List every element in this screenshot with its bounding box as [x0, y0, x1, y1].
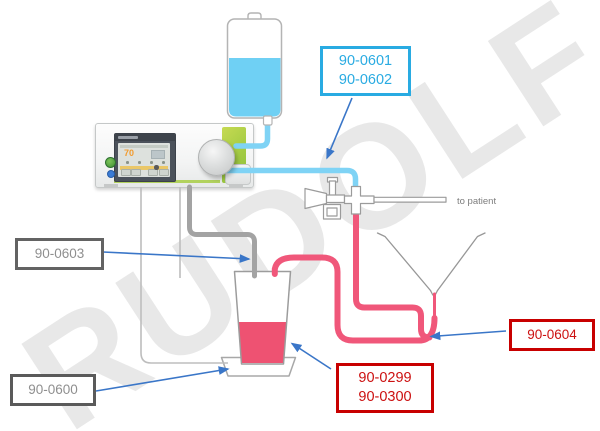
pressure-value: 70 [124, 148, 135, 158]
device-touchscreen[interactable]: 70 [118, 143, 170, 177]
arrow-canister [290, 342, 332, 370]
collection-drape-funnel [376, 232, 486, 296]
annotation-arrows [95, 97, 507, 392]
scope-body [343, 185, 375, 215]
scale-cable [140, 187, 228, 364]
bag-outlet-port [262, 115, 273, 126]
screen-button[interactable] [159, 169, 169, 176]
scope-luer-port [328, 180, 337, 197]
label-collection-canister: 90-0299 90-0300 [336, 363, 434, 413]
device-screen-bezel: 70 [114, 133, 176, 182]
label-outflow-tube: 90-0603 [15, 238, 104, 270]
hysteroscope [304, 176, 447, 220]
irrigation-bag [226, 12, 283, 126]
screen-icon [162, 161, 165, 164]
part-number: 90-0300 [358, 389, 412, 405]
device-foot [104, 184, 118, 188]
arrow-irrigation-tubing [326, 97, 353, 160]
arrow-scale [95, 366, 230, 392]
screen-secondary-readout [151, 150, 165, 159]
scope-connector [325, 194, 346, 204]
scope-eyepiece [304, 187, 328, 210]
part-number: 90-0600 [28, 382, 78, 398]
scope-shaft [373, 196, 447, 203]
label-irrigation-tubing: 90-0601 90-0602 [320, 46, 411, 96]
part-number: 90-0299 [358, 370, 412, 387]
device-foot [229, 184, 243, 188]
screen-button[interactable] [121, 169, 131, 176]
part-number: 90-0603 [34, 246, 85, 262]
info-badge-icon [107, 170, 115, 178]
screen-icon [126, 161, 129, 164]
eco-logo-icon [105, 157, 116, 168]
device-brand-strip [115, 134, 175, 141]
connector-port [154, 165, 159, 170]
screen-button[interactable] [148, 169, 158, 176]
device-logo [118, 136, 138, 139]
screen-message-bar [120, 165, 168, 170]
inflow-tube-pump-to-scope [218, 167, 359, 194]
arrow-outflow-tube [102, 251, 251, 263]
part-number: 90-0601 [338, 53, 393, 70]
canister-fluid [238, 322, 287, 363]
inflow-tube-bag-to-pump [233, 120, 271, 149]
drain-tube-from-scope [353, 209, 433, 341]
bag-fluid [229, 58, 281, 117]
arrow-drain-tube [429, 330, 507, 341]
screen-icon [150, 161, 153, 164]
label-drain-tube: 90-0604 [509, 319, 595, 351]
part-number: 90-0602 [338, 72, 393, 88]
screen-status-bar [120, 144, 168, 148]
part-number: 90-0604 [527, 327, 577, 343]
fluid-pump-device: 70 [95, 123, 254, 188]
scope-stopcock-inner [326, 207, 338, 217]
to-patient-caption: to patient [457, 196, 497, 207]
collection-canister [233, 270, 292, 365]
pump-roller-knob[interactable] [198, 139, 235, 176]
screen-icon [138, 161, 141, 164]
outflow-tube-gray [187, 184, 257, 279]
label-scale: 90-0600 [10, 374, 96, 406]
screen-button[interactable] [131, 169, 141, 176]
